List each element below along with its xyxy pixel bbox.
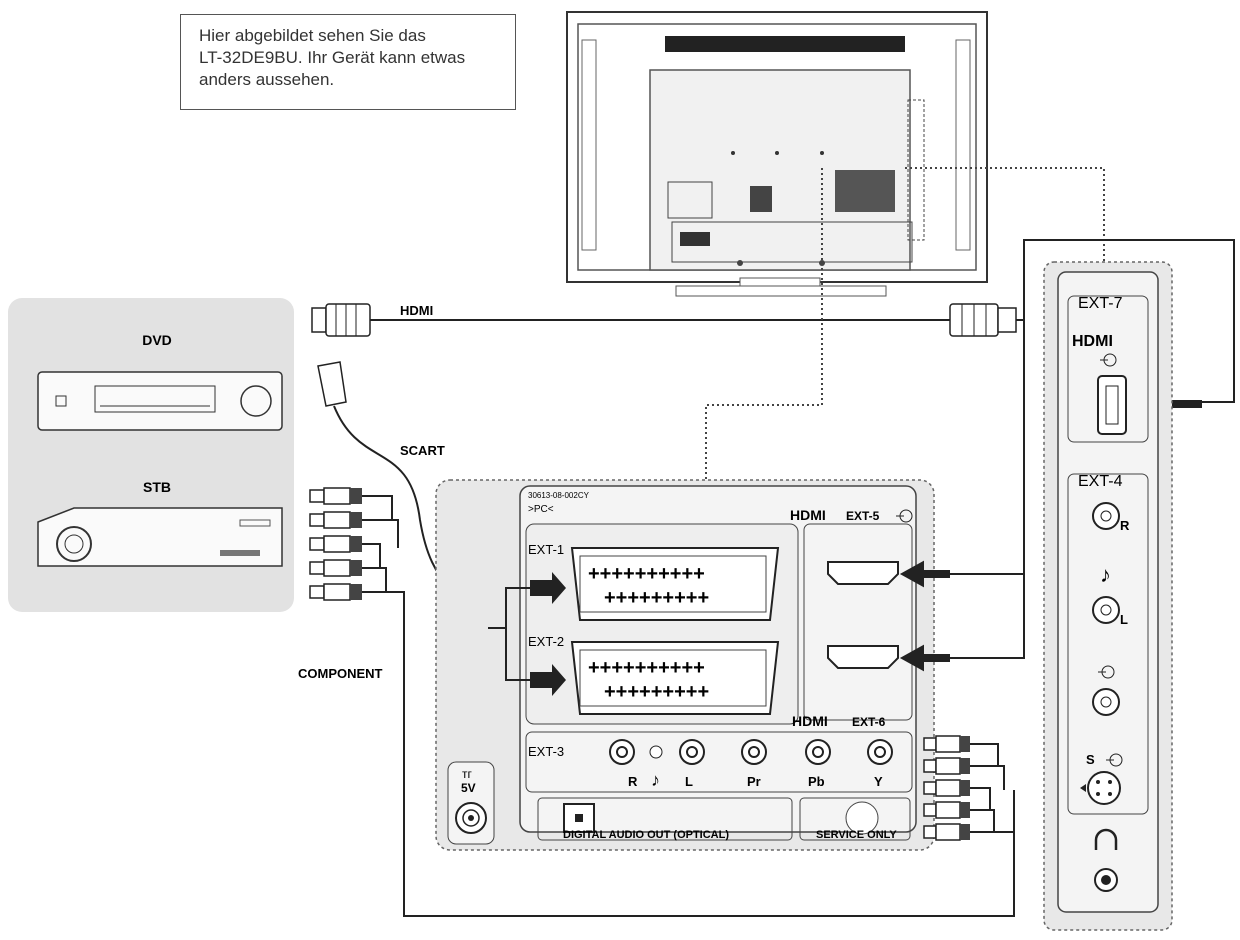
s-video-label: S [1086,752,1095,767]
main-connector-panel: 30613-08-002CY >PC< HDMI EXT-5 EXT-1 EXT… [435,479,950,851]
hdmi-logo-ext6: HDMI [792,713,828,729]
label-pr: Pr [747,774,761,789]
label-r: R [628,774,638,789]
component-cable-label: COMPONENT [298,666,383,681]
side-audio-icon: ♪ [1100,562,1111,587]
scart-pins-ext1-top: ++++++++++ [588,563,705,585]
dvd-player [37,371,283,431]
antenna-symbol: ᴛᴦ [462,767,472,781]
label-l: L [685,774,693,789]
set-top-box [37,507,283,567]
ext6-label: EXT-6 [852,715,886,729]
note-line-2: LT-32DE9BU. Ihr Gerät kann etwas [199,48,466,67]
component-cable-right [923,735,1015,841]
hdmi-logo-ext5: HDMI [790,507,826,523]
label-pb: Pb [808,774,825,789]
headphones-icon [1094,828,1118,850]
s-video-port [1080,771,1121,805]
audio-note-icon: ♪ [651,770,660,790]
scart-pins-ext1-bottom: +++++++++ [604,587,709,609]
hdmi-port-ext5 [827,561,899,585]
devices-group: DVD STB [8,298,294,612]
hdmi-port-ext7 [1097,375,1127,435]
ext2-label: EXT-2 [528,634,564,649]
video-input-icon [1098,665,1115,679]
hdmi-cable-label: HDMI [400,303,433,318]
scart-cable-label: SCART [400,443,445,458]
ext1-label: EXT-1 [528,542,564,557]
optical-label: DIGITAL AUDIO OUT (OPTICAL) [563,829,729,841]
note-line-3: anders aussehen. [199,70,335,89]
service-label: SERVICE ONLY [816,829,897,841]
pc-tag: >PC< [528,504,554,515]
stb-label: STB [143,479,171,495]
dvd-label: DVD [142,332,172,348]
tv-rear-view [566,11,988,297]
ext5-label: EXT-5 [846,509,880,523]
s-video-input-icon [1106,753,1123,767]
scart-socket-ext2: ++++++++++ +++++++++ [570,641,780,715]
hdmi-cable [311,303,1017,337]
scart-pins-ext2-bottom: +++++++++ [604,681,709,703]
antenna-5v-label: 5V [461,781,476,795]
ext4-r-label: R [1120,518,1130,533]
hdmi-port-ext6 [827,645,899,669]
panel-code: 30613-08-002CY [528,491,590,500]
input-icon [896,509,913,523]
side-connector-panel: EXT-7 HDMI EXT-4 R ♪ L S [1043,261,1173,931]
side-input-icon [1100,353,1117,367]
ext3-label: EXT-3 [528,744,564,759]
info-note: Hier abgebildet sehen Sie das LT-32DE9BU… [180,14,516,110]
note-line-1: Hier abgebildet sehen Sie das [199,26,426,45]
scart-pins-ext2-top: ++++++++++ [588,657,705,679]
scart-socket-ext1: ++++++++++ +++++++++ [570,547,780,621]
side-hdmi-logo: HDMI [1072,333,1113,350]
rca-jacks [609,739,893,765]
label-y: Y [874,774,883,789]
ext4-label: EXT-4 [1078,473,1123,490]
ext7-label: EXT-7 [1078,295,1123,312]
ext4-l-label: L [1120,612,1128,627]
component-cable-left [309,487,1015,917]
